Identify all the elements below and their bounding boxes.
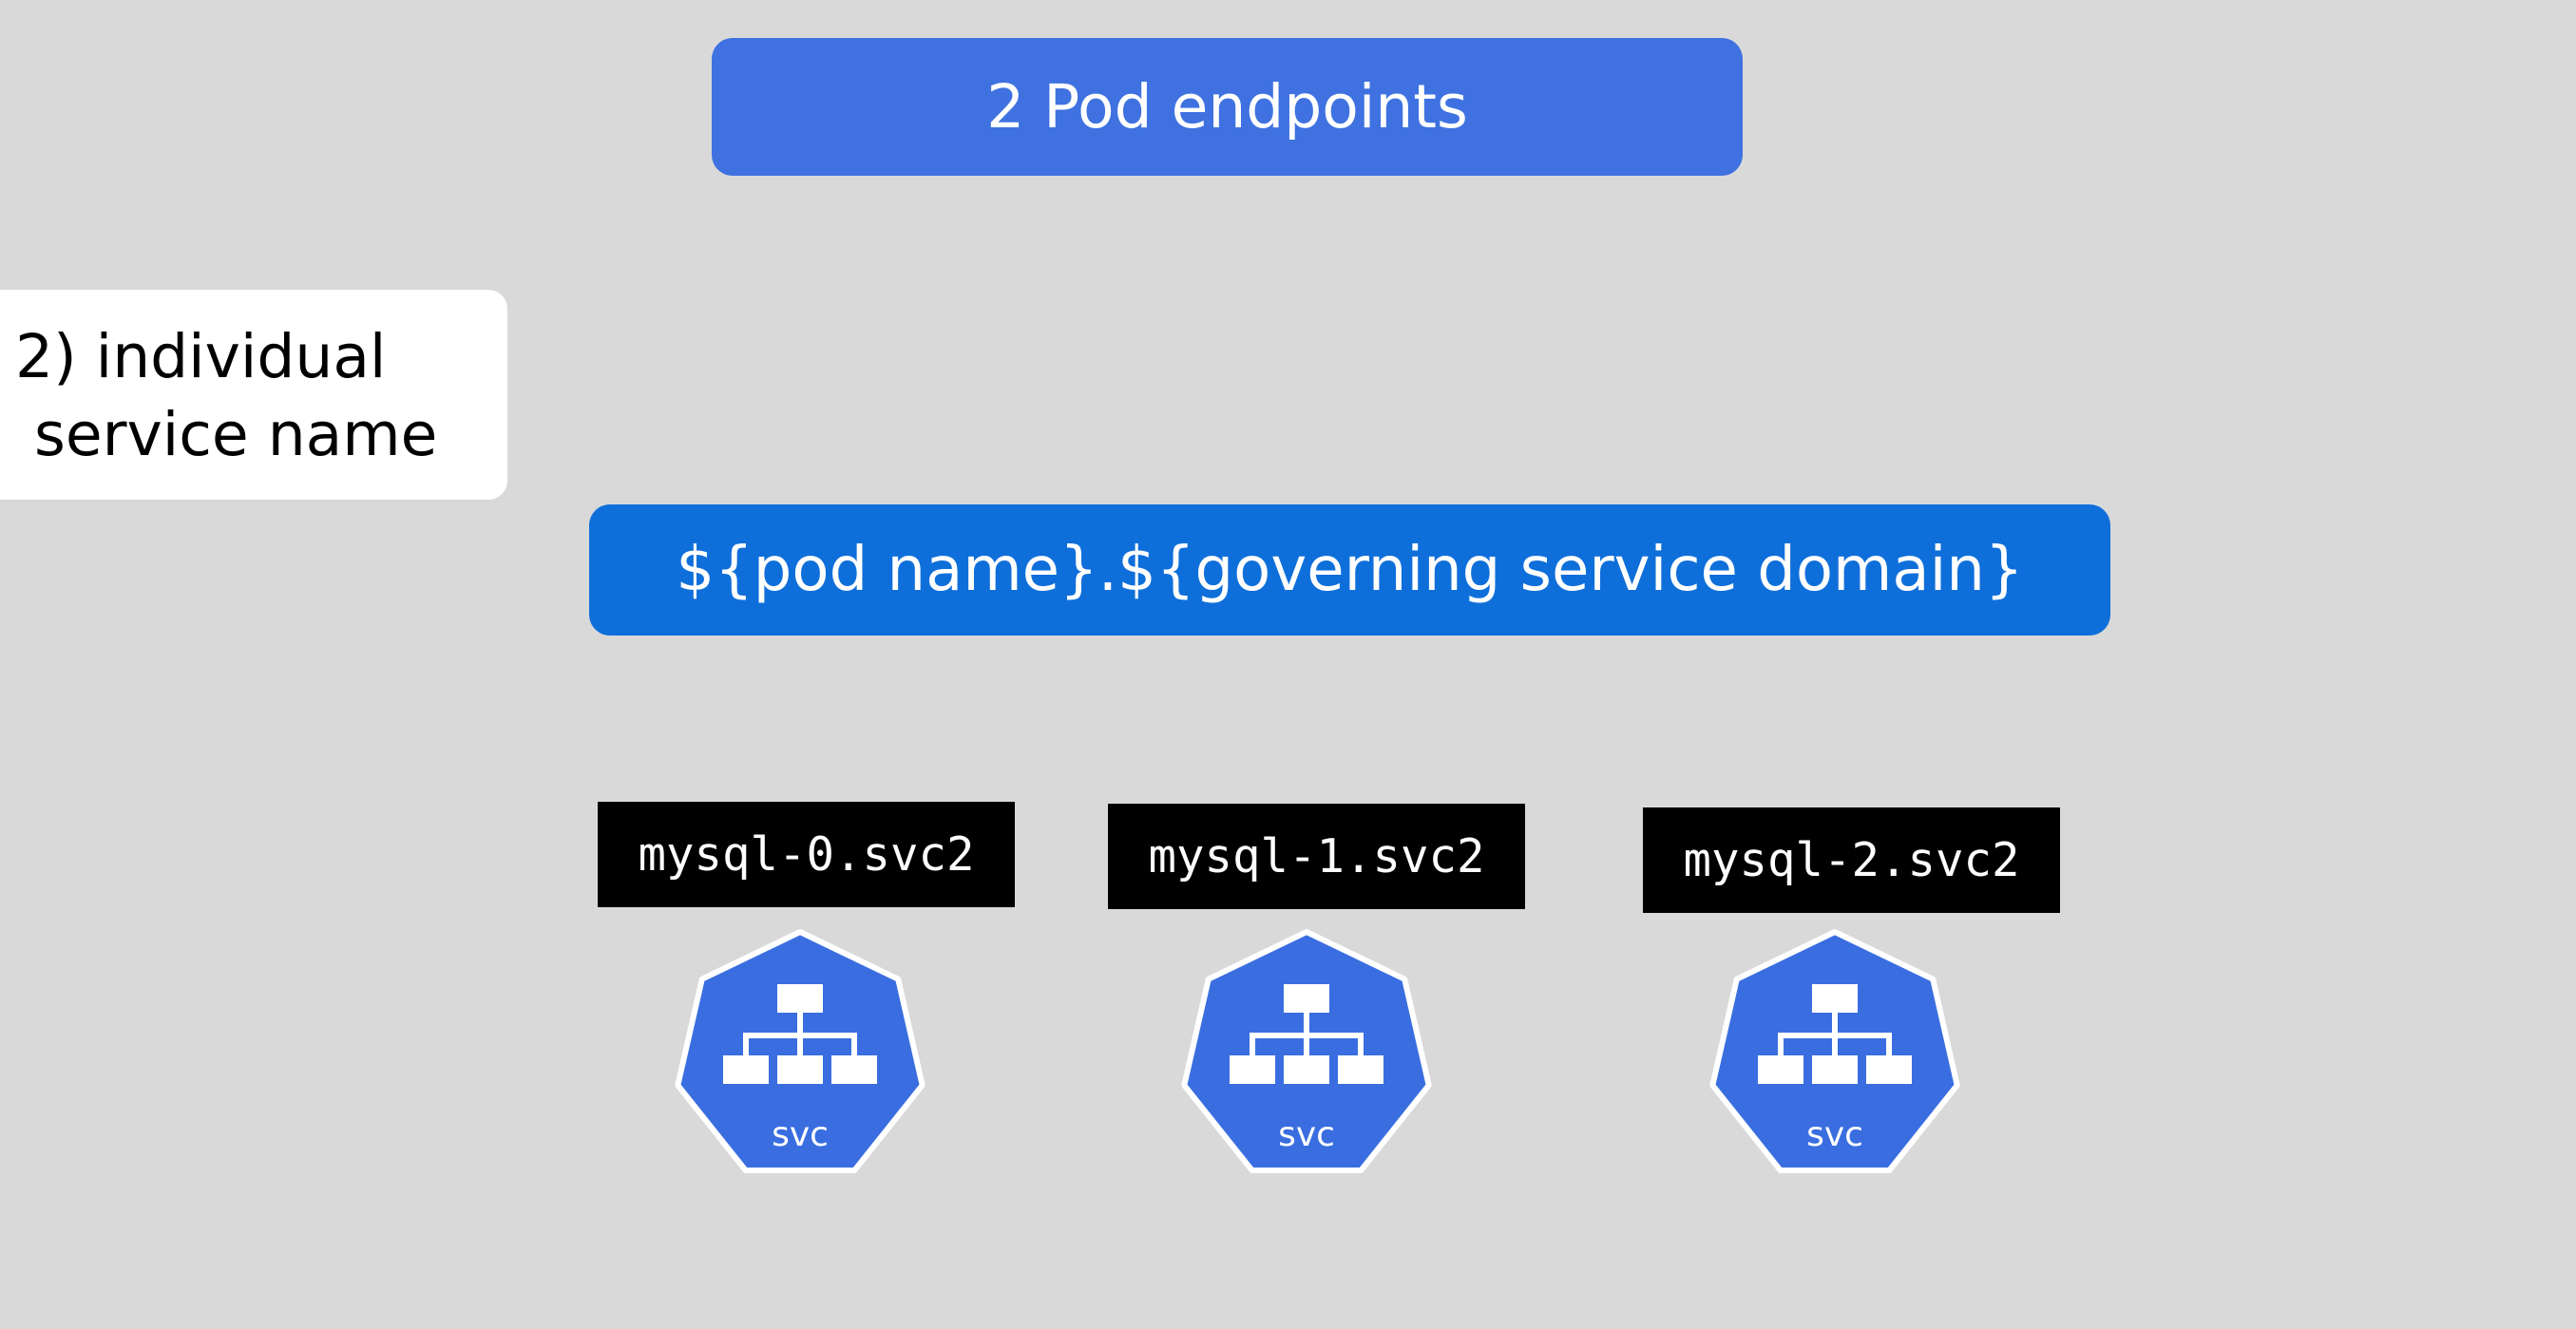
- pod-label-mysql-0: mysql-0.svc2: [598, 802, 1015, 907]
- pod-label-text: mysql-1.svc2: [1148, 829, 1485, 883]
- note-line-2: service name: [34, 399, 438, 469]
- kubernetes-service-icon: svc: [1175, 926, 1438, 1188]
- pod-endpoints-banner: 2 Pod endpoints: [712, 38, 1743, 176]
- dns-pattern-banner: ${pod name}.${governing service domain}: [589, 504, 2110, 636]
- kubernetes-service-icon: svc: [1704, 926, 1966, 1188]
- individual-service-name-note: 2) individual service name: [0, 290, 507, 500]
- pod-endpoints-title: 2 Pod endpoints: [986, 72, 1468, 142]
- pod-label-text: mysql-0.svc2: [638, 827, 975, 882]
- dns-pattern-text: ${pod name}.${governing service domain}: [676, 535, 2024, 605]
- svc-icon-text: svc: [1278, 1115, 1335, 1154]
- note-line-1: 2) individual: [15, 322, 387, 391]
- pod-label-mysql-1: mysql-1.svc2: [1108, 804, 1525, 909]
- svc-icon-text: svc: [772, 1115, 829, 1154]
- pod-label-mysql-2: mysql-2.svc2: [1643, 807, 2060, 913]
- svc-icon-text: svc: [1806, 1115, 1863, 1154]
- kubernetes-service-icon: svc: [669, 926, 931, 1188]
- pod-label-text: mysql-2.svc2: [1683, 833, 2020, 887]
